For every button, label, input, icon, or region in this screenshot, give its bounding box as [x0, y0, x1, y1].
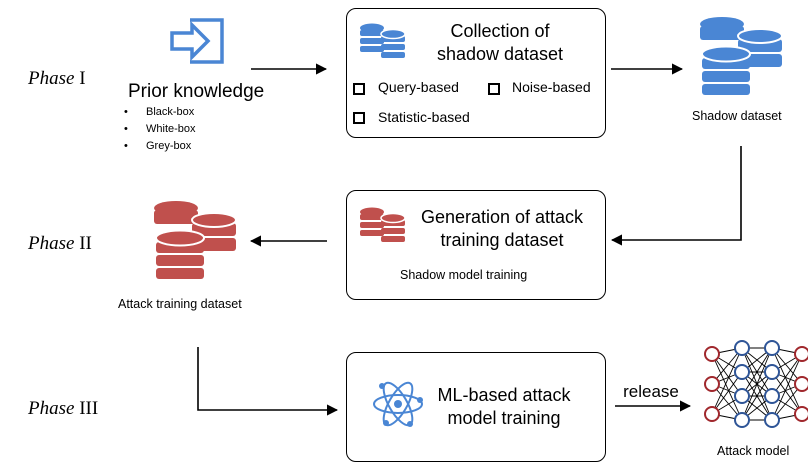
database-icon	[360, 207, 406, 242]
list-item: Grey-box	[124, 138, 196, 155]
prior-knowledge-list: Black-box White-box Grey-box	[124, 104, 196, 155]
list-item: Black-box	[124, 104, 196, 121]
generation-subtitle: Shadow model training	[400, 268, 528, 282]
database-stack-icon	[700, 17, 783, 95]
phase-2-label: Phase II	[28, 233, 92, 254]
attack-model-label: Attack model	[717, 444, 790, 458]
arrow-shadow-to-generation	[610, 146, 742, 246]
database-icon	[360, 23, 406, 58]
phase-3-label: Phase III	[28, 398, 99, 419]
statistic-based-label: Statistic-based	[378, 109, 470, 125]
noise-based-label: Noise-based	[512, 79, 591, 95]
shadow-dataset-label: Shadow dataset	[692, 109, 782, 123]
query-based-checkbox	[353, 83, 365, 95]
prior-knowledge-title: Prior knowledge	[128, 81, 265, 102]
list-item: White-box	[124, 121, 196, 138]
attack-training-dataset-label: Attack training dataset	[118, 297, 242, 311]
generation-box	[346, 190, 606, 300]
phase-1-label: Phase I	[28, 68, 86, 89]
noise-based-checkbox	[488, 83, 500, 95]
arrow-attack-to-ml	[197, 347, 339, 416]
generation-title: Generation of attack training dataset	[420, 207, 584, 250]
release-label: release	[623, 382, 679, 401]
database-stack-icon	[154, 201, 237, 279]
collection-box	[346, 8, 606, 138]
login-arrow-icon	[170, 18, 224, 64]
neural-network-icon	[704, 340, 808, 428]
query-based-label: Query-based	[378, 79, 459, 95]
collection-title: Collection of shadow dataset	[436, 21, 564, 64]
atom-icon	[373, 381, 423, 427]
statistic-based-checkbox	[353, 112, 365, 124]
ml-training-title: ML-based attack model training	[437, 385, 571, 428]
